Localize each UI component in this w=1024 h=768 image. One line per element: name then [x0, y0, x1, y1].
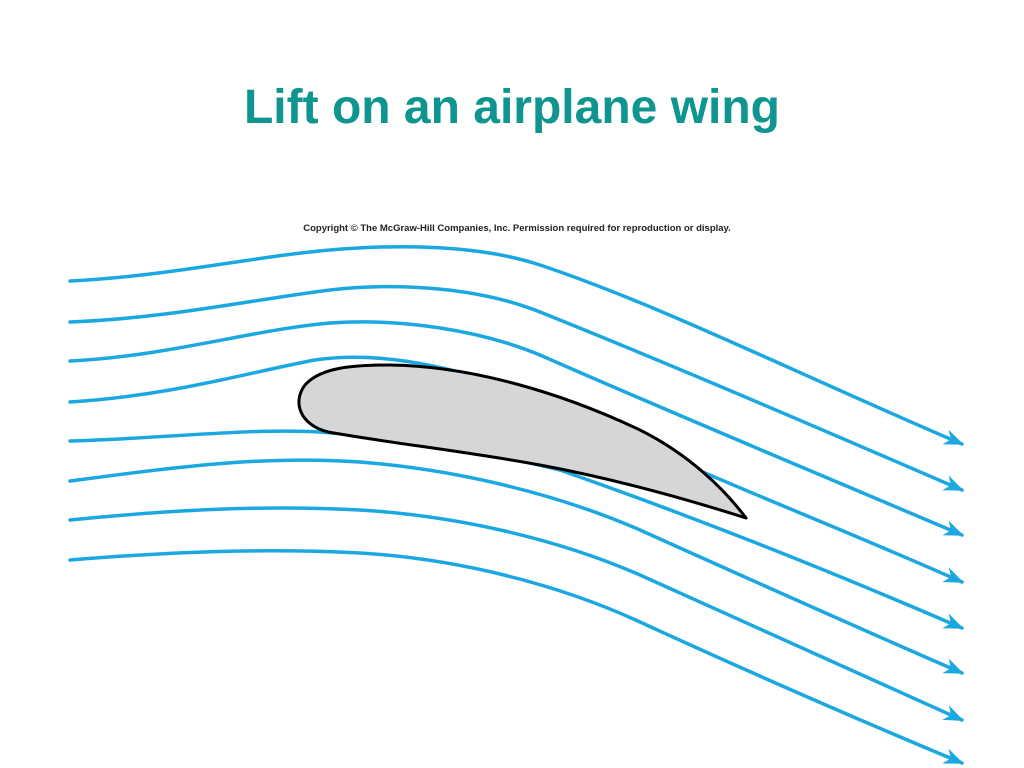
- streamline-6: [68, 458, 964, 675]
- streamline-2: [68, 284, 964, 492]
- slide-title: Lift on an airplane wing: [243, 81, 780, 134]
- airplane-wing-airfoil: [297, 363, 748, 520]
- streamline-8: [68, 549, 964, 765]
- streamline-1: [68, 245, 964, 446]
- copyright-notice: Copyright © The McGraw-Hill Companies, I…: [303, 223, 731, 234]
- streamlines: [68, 245, 964, 765]
- streamline-7: [68, 506, 964, 722]
- streamline-3: [68, 320, 964, 537]
